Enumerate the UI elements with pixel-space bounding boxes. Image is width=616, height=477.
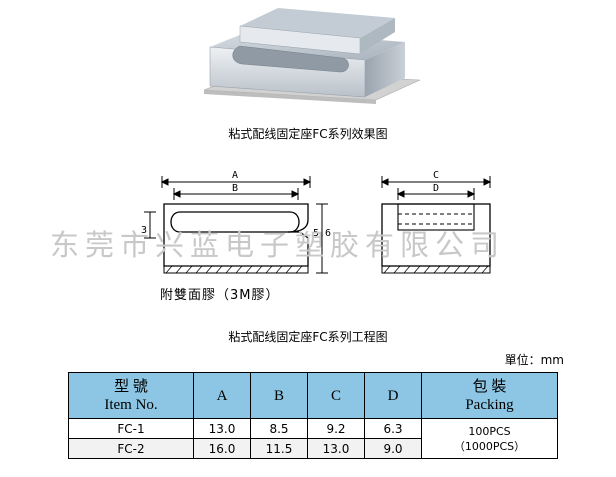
cell-item: FC-2 — [68, 438, 194, 459]
cell-a: 13.0 — [193, 418, 251, 439]
cell-b: 11.5 — [250, 438, 308, 459]
table-row: FC-2 16.0 11.5 13.0 9.0 — [68, 438, 558, 459]
cell-item: FC-1 — [68, 418, 194, 439]
cell-b: 8.5 — [250, 418, 308, 439]
dim-c-label: C — [433, 170, 440, 181]
cell-c: 9.2 — [307, 418, 365, 439]
header-b: B — [250, 372, 308, 419]
table-row: FC-1 13.0 8.5 9.2 6.3 100PCS（1000PCS） — [68, 418, 558, 459]
product-caption: 粘式配线固定座FC系列效果图 — [228, 127, 388, 141]
dim-h1-label: 3 — [141, 225, 148, 236]
header-c: C — [307, 372, 365, 419]
cell-packing: 100PCS（1000PCS） — [421, 418, 558, 459]
dim-a-label: A — [232, 170, 239, 181]
front-view-drawing — [144, 176, 328, 274]
cell-d: 9.0 — [364, 438, 422, 459]
cell-c: 13.0 — [307, 438, 365, 459]
dim-h2-label: 5.6 — [313, 228, 332, 239]
side-view-drawing — [380, 176, 492, 274]
dim-d-label: D — [433, 183, 440, 194]
header-a: A — [193, 372, 251, 419]
unit-label: 單位：mm — [504, 353, 564, 367]
header-d: D — [364, 372, 422, 419]
drawing-caption: 粘式配线固定座FC系列工程图 — [228, 330, 388, 344]
adhesive-label: 附雙面膠（3M膠） — [160, 288, 280, 303]
watermark: 东莞市兴蓝电子塑胶有限公司 — [50, 228, 506, 262]
product-render — [203, 8, 421, 104]
dim-b-label: B — [232, 183, 239, 194]
cell-d: 6.3 — [364, 418, 422, 439]
cell-a: 16.0 — [193, 438, 251, 459]
